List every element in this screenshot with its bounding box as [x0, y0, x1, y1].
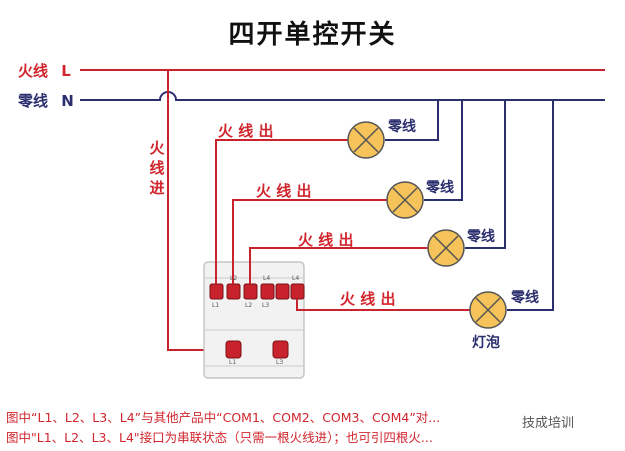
switch-mid-label-2: L2	[245, 302, 253, 309]
live-out-label-4: 火 线 出	[340, 290, 396, 308]
live-in-char-2: 线	[149, 159, 165, 177]
live-out-wire-4	[296, 299, 470, 311]
live-line-letter: L	[61, 62, 71, 80]
neutral-wire-1	[385, 100, 439, 141]
switch-bottom-label-1: L1	[229, 359, 237, 366]
switch-module	[203, 261, 305, 379]
neutral-label-2: 零线	[426, 180, 454, 196]
live-line-label: 火线	[18, 62, 49, 80]
neutral-wire-2	[424, 100, 463, 201]
terminal-bottom-1	[225, 340, 242, 359]
terminal-top-6	[290, 283, 305, 300]
neutral-main-line	[80, 91, 605, 101]
neutral-line-label: 零线	[18, 92, 49, 110]
terminal-top-2	[226, 283, 241, 300]
caption-line-1: 图中“L1、L2、L3、L4”与其他产品中“COM1、COM2、COM3、COM…	[6, 410, 441, 425]
neutral-label-1: 零线	[388, 119, 416, 135]
live-out-wire-2	[232, 199, 387, 284]
neutral-wire-4	[507, 100, 554, 311]
live-out-wire-1	[215, 139, 348, 284]
live-out-wire-3	[249, 247, 428, 284]
terminal-top-4	[260, 283, 275, 300]
terminal-top-5	[275, 283, 290, 300]
neutral-label-4: 零线	[511, 290, 539, 306]
live-out-label-3: 火 线 出	[298, 231, 354, 249]
live-in-char-3: 进	[149, 179, 165, 197]
switch-top-label-3: L4	[292, 275, 300, 282]
neutral-line-letter: N	[61, 92, 74, 110]
bulb-2	[386, 181, 424, 219]
live-in-char-1: 火	[149, 139, 165, 157]
terminal-bottom-2	[272, 340, 289, 359]
caption-line-2: 图中"L1、L2、L3、L4"接口为串联状态（只需一根火线进）；也可引四根火..…	[6, 430, 433, 445]
live-out-label-1: 火 线 出	[218, 122, 274, 140]
live-out-label-2: 火 线 出	[256, 182, 312, 200]
bulb-3	[427, 229, 465, 267]
bulb-label: 灯泡	[472, 335, 500, 351]
bulb-4	[469, 291, 507, 329]
bulb-1	[347, 121, 385, 159]
switch-bottom-label-2: L3	[276, 359, 284, 366]
switch-top-label-1: L2	[230, 275, 238, 282]
switch-top-label-2: L4	[263, 275, 271, 282]
terminal-top-3	[243, 283, 258, 300]
switch-mid-label-3: L3	[262, 302, 270, 309]
neutral-label-3: 零线	[467, 229, 495, 245]
watermark: 技成培训	[520, 412, 577, 431]
terminal-top-1	[209, 283, 224, 300]
neutral-wire-3	[465, 100, 506, 249]
switch-body	[203, 261, 305, 379]
switch-mid-label-1: L1	[212, 302, 220, 309]
diagram-title: 四开单控开关	[228, 20, 397, 50]
